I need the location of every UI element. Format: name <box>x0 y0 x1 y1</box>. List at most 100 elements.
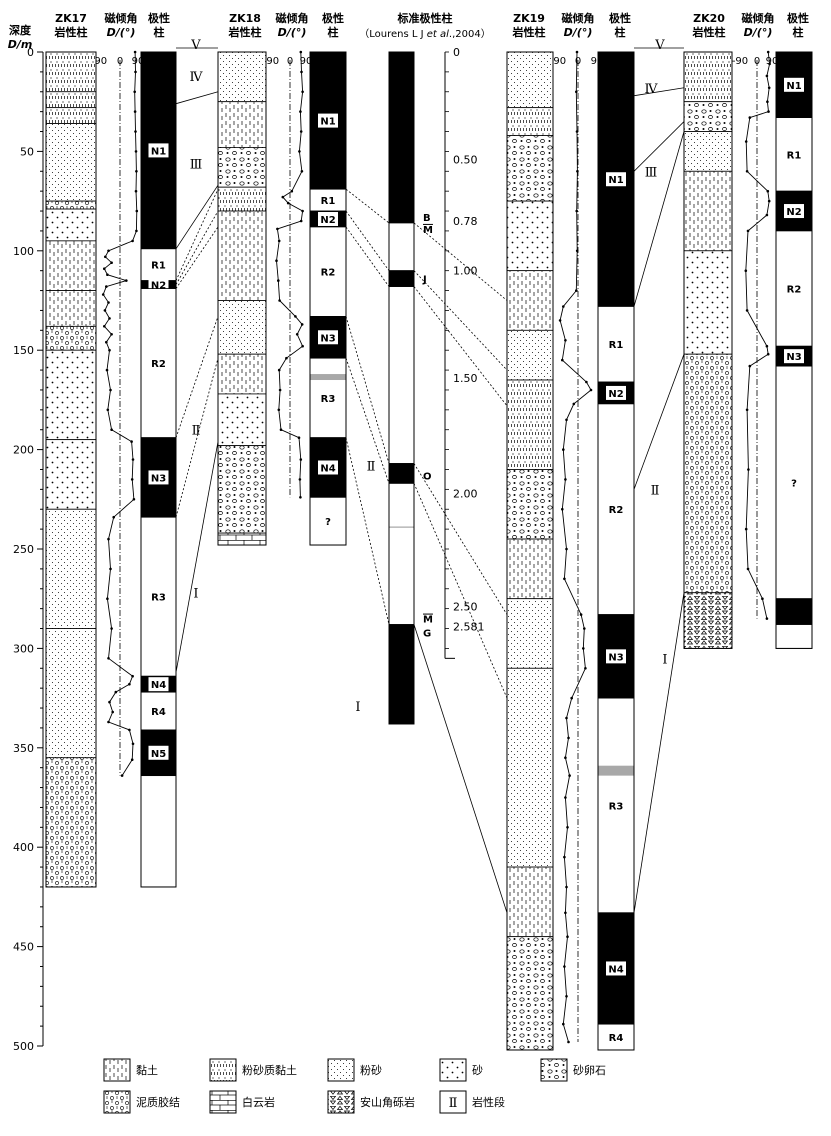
legend-label: 粉砂 <box>360 1064 382 1077</box>
polarity-label: R3 <box>321 394 336 405</box>
lithologic-segment-label: Ⅲ <box>645 165 658 180</box>
polarity-label: R1 <box>321 196 336 207</box>
correlation-solid-line <box>633 87 685 97</box>
correlation-solid-line <box>175 184 219 250</box>
correlation-dotted-line <box>413 222 508 301</box>
polarity-label: R1 <box>609 340 624 351</box>
inclination-point <box>565 418 568 422</box>
standard-citation: （Lourens L J et al.,2004） <box>359 28 490 40</box>
zk17-incl-tick: -90 <box>91 56 107 67</box>
polarity-chron-? <box>309 496 347 546</box>
standard-polarity-band <box>388 51 415 224</box>
inclination-point <box>130 758 134 761</box>
lith-layer-mud-cement <box>45 757 97 888</box>
zk19-incl-unit: D/(°) <box>564 26 593 39</box>
lith-column-frame <box>683 51 733 649</box>
inclination-point <box>300 323 304 326</box>
lithologic-segment-label: Ⅳ <box>645 82 659 97</box>
polarity-label-box <box>784 77 804 92</box>
standard-polarity-band <box>388 286 415 464</box>
inclination-point <box>567 1040 570 1044</box>
inclination-point <box>563 965 566 968</box>
correlation-dotted-line <box>413 270 508 371</box>
polarity-label: N1 <box>151 146 166 157</box>
inclination-point <box>766 100 769 103</box>
polarity-transition-band <box>598 765 634 776</box>
inclination-point <box>570 696 573 700</box>
correlation-dotted-line <box>345 188 390 224</box>
zk18-polarity-title2: 柱 <box>328 25 339 39</box>
lith-layer-clay <box>506 270 554 331</box>
inclination-series-line <box>276 51 304 498</box>
inclination-point <box>589 388 593 392</box>
inclination-point <box>109 388 112 392</box>
zk17-polarity-title2: 柱 <box>154 25 165 39</box>
correlation-solid-line <box>633 121 685 172</box>
inclination-point <box>301 344 304 348</box>
lith-layer-silty-clay <box>506 107 554 136</box>
polarity-chron-R2 <box>140 288 177 439</box>
inclination-point <box>562 1022 565 1026</box>
lith-layer-silty-clay <box>45 107 97 124</box>
inclination-point <box>748 364 752 368</box>
inclination-series-line <box>559 51 592 1043</box>
lith-layer-silt <box>683 131 733 172</box>
lith-layer-silt <box>45 628 97 759</box>
lith-column-frame <box>217 51 267 546</box>
inclination-point <box>105 340 108 344</box>
polarity-label-box <box>148 143 169 158</box>
standard-polarity-band <box>388 463 415 484</box>
lith-layer-silt <box>506 598 554 669</box>
inclination-point <box>106 597 109 600</box>
polarity-label-box <box>318 211 338 226</box>
inclination-point <box>120 774 124 777</box>
age-label: 2.581 <box>453 621 485 634</box>
inclination-point <box>135 209 139 213</box>
inclination-point <box>575 50 579 54</box>
polarity-chron-band <box>140 775 177 888</box>
legend-label: 安山角砾岩 <box>360 1095 415 1109</box>
standard-polarity-band <box>388 624 415 725</box>
standard-polarity-scale: 标准极性柱 （Lourens L J et al.,2004） ⅡⅠ 00.50… <box>355 11 491 725</box>
polarity-chron-R1 <box>140 248 177 282</box>
legend-swatch-segment <box>439 1090 467 1114</box>
inclination-point <box>131 742 135 746</box>
lith-layer-gravel <box>217 445 267 534</box>
lith-layer-sand <box>45 349 97 441</box>
inclination-point <box>582 647 585 650</box>
inclination-point <box>133 50 137 54</box>
lith-layer-silty-clay <box>45 91 97 109</box>
polarity-label: R2 <box>321 268 336 279</box>
lithologic-segment-label: Ⅰ <box>662 652 667 667</box>
polarity-label-box <box>148 677 169 692</box>
polarity-label: ? <box>325 517 331 528</box>
age-label: 0.50 <box>453 153 478 166</box>
inclination-point <box>107 249 110 253</box>
polarity-label-box <box>148 470 169 485</box>
polarity-label: N4 <box>320 463 335 474</box>
lithologic-segment-label: Ⅳ <box>190 70 204 85</box>
depth-tick-label: 150 <box>13 344 34 357</box>
inclination-point <box>564 339 567 342</box>
polarity-label: R3 <box>151 593 166 604</box>
zk18-lith-label: 岩性柱 <box>228 25 262 39</box>
polarity-label-box <box>148 745 169 760</box>
inclination-point <box>562 305 565 308</box>
polarity-label-box <box>606 961 626 976</box>
inclination-point <box>564 756 567 759</box>
zk20-incl-title: 磁倾角 <box>742 11 775 25</box>
inclination-point <box>110 261 113 265</box>
inclination-point <box>299 50 303 54</box>
polarity-column-frame <box>309 51 347 546</box>
inclination-point <box>746 229 750 233</box>
depth-tick-label: 100 <box>13 245 34 258</box>
age-label: 1.00 <box>453 265 478 278</box>
zk17-incl-unit: D/(°) <box>107 26 136 39</box>
inclination-point <box>562 448 565 451</box>
zk20-id: ZK20 <box>693 12 725 25</box>
standard-polarity-band <box>388 270 415 287</box>
inclination-point <box>290 189 294 193</box>
inclination-point <box>298 150 301 153</box>
